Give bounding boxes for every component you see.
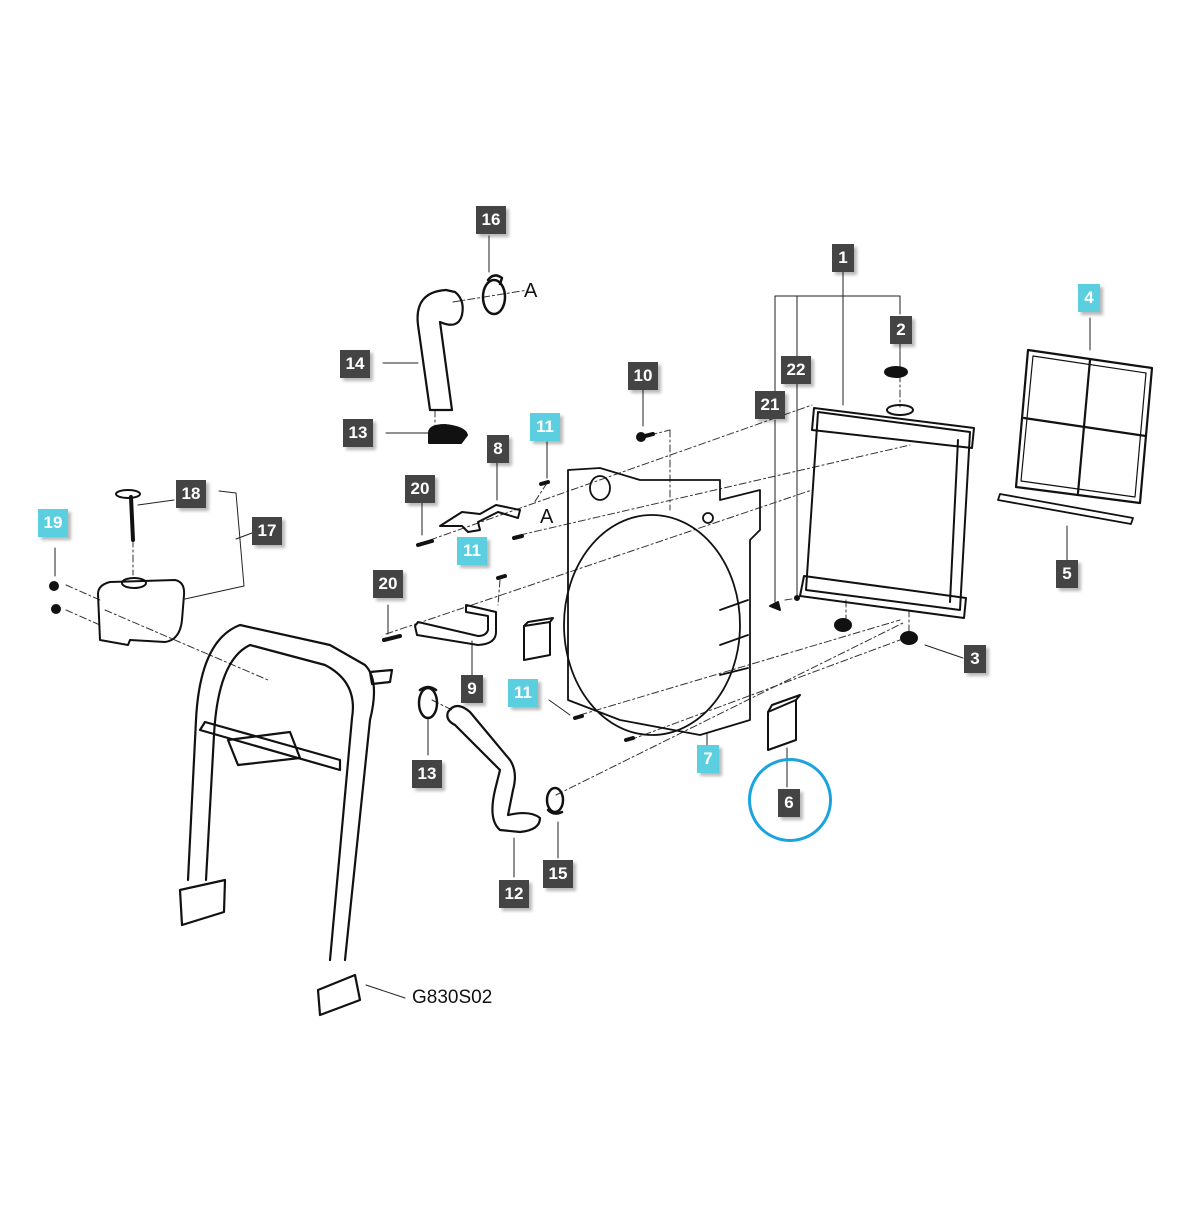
callout-20-top[interactable]: 20 [405,475,435,503]
expansion-tank-17 [97,577,186,646]
nuts-19 [49,581,61,614]
callout-19[interactable]: 19 [38,509,68,537]
rubber-mounts-3 [834,618,918,645]
bracket-9 [414,604,497,646]
foam-block-left [523,617,554,661]
radiator-cap-2 [884,366,908,378]
callout-16[interactable]: 16 [476,206,506,234]
callout-11-top[interactable]: 11 [530,413,560,441]
leader-lines [54,235,1091,999]
support-frame [178,623,394,1017]
callout-22[interactable]: 22 [781,356,811,384]
callout-10[interactable]: 10 [628,362,658,390]
callout-2[interactable]: 2 [890,316,912,344]
callout-8[interactable]: 8 [487,435,509,463]
hose-clamp-15 [545,786,565,815]
hose-clamp-16 [481,274,507,316]
callout-12[interactable]: 12 [499,880,529,908]
fan-shroud-7 [563,467,761,736]
callout-3[interactable]: 3 [964,645,986,673]
callout-11-lower[interactable]: 11 [508,679,538,707]
callout-14[interactable]: 14 [340,350,370,378]
bolt-10 [636,432,655,442]
drawing-reference-code: G830S02 [412,987,493,1008]
dipstick-cap-18 [115,489,141,542]
callout-18[interactable]: 18 [176,480,206,508]
callout-7[interactable]: 7 [697,745,719,773]
washer-22 [794,595,800,601]
alignment-lines [65,289,911,796]
bolts-20 [382,539,434,642]
callout-15[interactable]: 15 [543,860,573,888]
connection-letter-a-top: A [524,280,538,302]
hose-clamp-13-top [428,424,468,444]
callout-21[interactable]: 21 [755,391,785,419]
callout-1[interactable]: 1 [832,244,854,272]
upper-hose-14 [416,288,464,412]
callout-13-top[interactable]: 13 [343,419,373,447]
radiator-1 [799,404,975,619]
bolts-11 [496,480,635,742]
screen-4 [1014,348,1154,505]
hose-clamp-13-lower [417,685,439,720]
callout-20-lower[interactable]: 20 [373,570,403,598]
svg-text:A: A [540,506,554,528]
bolt-21 [769,601,781,611]
callout-5[interactable]: 5 [1056,560,1078,588]
highlight-ring-part-6 [748,758,832,842]
foam-block-6 [767,694,801,751]
seal-strip-5 [997,493,1134,525]
lower-hose-12 [446,704,542,834]
callout-9[interactable]: 9 [461,675,483,703]
callout-13-lower[interactable]: 13 [412,760,442,788]
callout-4[interactable]: 4 [1078,284,1100,312]
bracket-8 [439,504,521,533]
callout-11-middle[interactable]: 11 [457,537,487,565]
callout-17[interactable]: 17 [252,517,282,545]
